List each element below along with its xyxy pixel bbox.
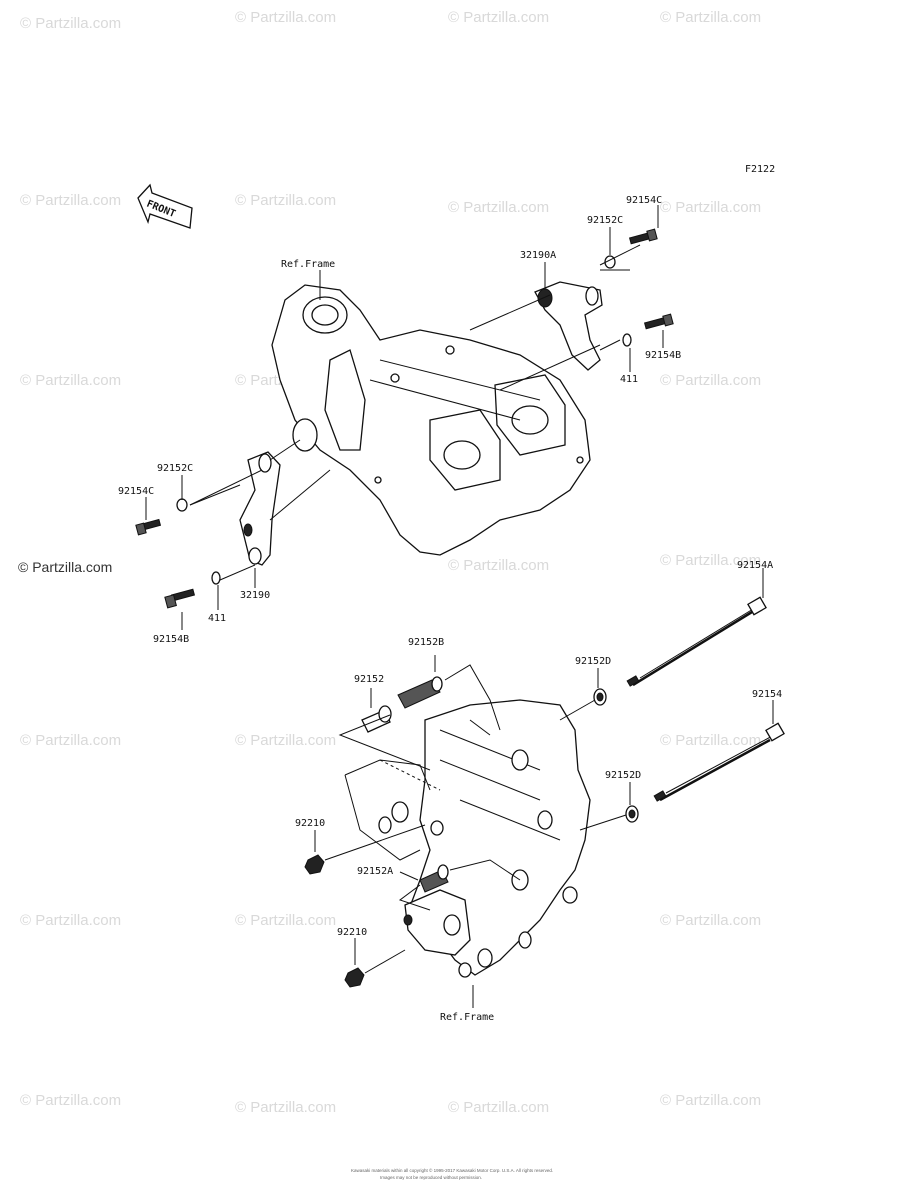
washer-411-right-icon bbox=[622, 333, 632, 347]
watermark: © Partzilla.com bbox=[660, 732, 761, 749]
watermark: © Partzilla.com bbox=[20, 192, 121, 209]
bolt-92154B-left-icon bbox=[164, 588, 196, 609]
footer-line-2: Images may not be reproduced without per… bbox=[380, 1175, 482, 1180]
watermark: © Partzilla.com bbox=[235, 192, 336, 209]
label-92154B-left: 92154B bbox=[153, 634, 189, 645]
label-92154A: 92154A bbox=[737, 560, 773, 571]
bolt-92154C-top-icon bbox=[628, 228, 658, 245]
label-32190A: 32190A bbox=[520, 250, 556, 261]
label-92152D-upper: 92152D bbox=[575, 656, 611, 667]
diagram-code: F2122 bbox=[745, 164, 775, 175]
watermark: © Partzilla.com bbox=[20, 732, 121, 749]
leader-lines-upper bbox=[145, 205, 664, 630]
watermark: © Partzilla.com bbox=[660, 912, 761, 929]
washer-92152C-left-icon bbox=[176, 498, 188, 512]
label-ref-frame-bottom: Ref.Frame bbox=[440, 1012, 494, 1023]
watermark: © Partzilla.com bbox=[660, 199, 761, 216]
watermark: © Partzilla.com bbox=[660, 372, 761, 389]
collar-92152-icon bbox=[361, 705, 392, 733]
watermark: © Partzilla.com bbox=[448, 557, 549, 574]
leader-lines-lower bbox=[314, 568, 774, 1008]
front-arrow-icon: FRONT bbox=[137, 183, 193, 229]
label-92154: 92154 bbox=[752, 689, 782, 700]
long-bolt-92154A-icon bbox=[626, 596, 767, 687]
label-92210-upper: 92210 bbox=[295, 818, 325, 829]
bracket-32190A bbox=[534, 281, 603, 371]
engine-crankcase-illustration bbox=[344, 699, 591, 978]
label-92152C-top: 92152C bbox=[587, 215, 623, 226]
label-92152C-left: 92152C bbox=[157, 463, 193, 474]
spacer-92152D-lower-icon bbox=[625, 805, 639, 823]
label-92154B-right: 92154B bbox=[645, 350, 681, 361]
watermark: © Partzilla.com bbox=[20, 1092, 121, 1109]
main-frame-illustration bbox=[271, 284, 591, 556]
label-411-left: 411 bbox=[208, 613, 226, 624]
watermark: © Partzilla.com bbox=[235, 912, 336, 929]
label-92152: 92152 bbox=[354, 674, 384, 685]
label-92152B: 92152B bbox=[408, 637, 444, 648]
label-92154C-left: 92154C bbox=[118, 486, 154, 497]
watermark: © Partzilla.com bbox=[235, 9, 336, 26]
spacer-92152D-upper-icon bbox=[593, 688, 607, 706]
watermark: © Partzilla.com bbox=[660, 552, 761, 569]
label-92210-lower: 92210 bbox=[337, 927, 367, 938]
watermark: © Partzilla.com bbox=[20, 912, 121, 929]
watermark-primary: © Partzilla.com bbox=[18, 559, 112, 575]
long-bolt-92154-icon bbox=[653, 722, 785, 802]
watermark: © Partzilla.com bbox=[448, 9, 549, 26]
watermark-grid: © Partzilla.com © Partzilla.com © Partzi… bbox=[20, 9, 761, 1116]
nut-92210-upper-icon bbox=[304, 854, 325, 875]
nut-92210-lower-icon bbox=[344, 967, 365, 988]
label-32190: 32190 bbox=[240, 590, 270, 601]
label-411-right: 411 bbox=[620, 374, 638, 385]
watermark: © Partzilla.com bbox=[20, 372, 121, 389]
watermark: © Partzilla.com bbox=[235, 732, 336, 749]
bracket-32190 bbox=[239, 451, 281, 566]
bolt-92154B-right-icon bbox=[643, 313, 674, 330]
watermark: © Partzilla.com bbox=[235, 1099, 336, 1116]
label-92152A: 92152A bbox=[357, 866, 393, 877]
part-labels: Ref.Frame 32190A 92152C 92154C 92154B 41… bbox=[118, 195, 782, 1023]
collar-92152B-icon bbox=[397, 676, 443, 709]
watermark: © Partzilla.com bbox=[660, 1092, 761, 1109]
watermark: © Partzilla.com bbox=[448, 199, 549, 216]
label-ref-frame-top: Ref.Frame bbox=[281, 259, 335, 270]
watermark: © Partzilla.com bbox=[448, 1099, 549, 1116]
label-92152D-lower: 92152D bbox=[605, 770, 641, 781]
watermark: © Partzilla.com bbox=[660, 9, 761, 26]
watermark: © Partzilla.com bbox=[20, 15, 121, 32]
label-92154C-top: 92154C bbox=[626, 195, 662, 206]
washer-411-left-icon bbox=[211, 571, 221, 585]
collar-92152A-icon bbox=[419, 864, 449, 893]
footer-line-1: Kawasaki materials within all copyright … bbox=[351, 1167, 553, 1173]
bolt-92154C-left-icon bbox=[135, 518, 162, 536]
